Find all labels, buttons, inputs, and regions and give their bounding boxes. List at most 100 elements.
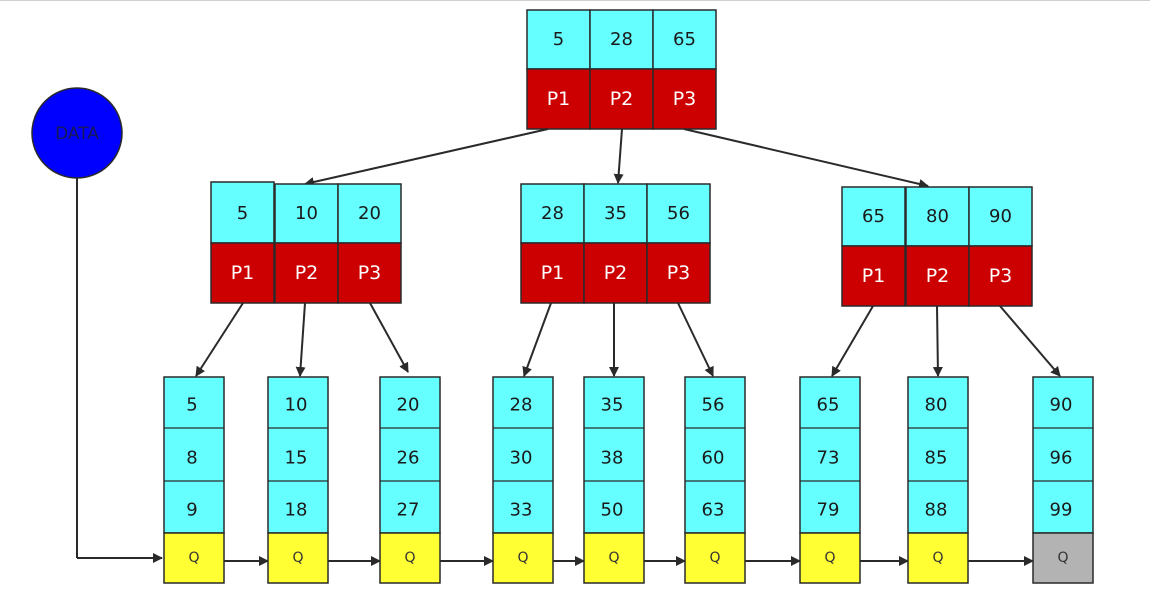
- leaf-value: 56: [702, 395, 725, 416]
- internal-node-2-pointer: P2: [604, 262, 628, 284]
- internal-node-2-pointer: P3: [667, 262, 691, 284]
- internal-node-1-pointer-cell: [337, 242, 402, 304]
- internal-node-3-key: 65: [862, 206, 885, 227]
- leaf-q-label: Q: [517, 550, 528, 566]
- internal-node-2-key-cell: [520, 183, 585, 244]
- leaf-values-box: [684, 376, 746, 534]
- leaf-values-box: [163, 376, 225, 534]
- edge-i3-p3: [999, 305, 1061, 377]
- internal-node-3-pointer-cell: [841, 245, 906, 307]
- leaf-values-box: [583, 376, 645, 534]
- leaf-value: 8: [186, 448, 197, 469]
- leaf-q-cell: [684, 532, 746, 584]
- leaf-q-label: Q: [608, 550, 619, 566]
- internal-node-3-key-cell: [968, 186, 1033, 247]
- leaf-values-box: [799, 376, 861, 534]
- leaf-q-cell: [267, 532, 329, 584]
- leaf-value: 65: [817, 395, 840, 416]
- internal-node-2-key: 28: [541, 203, 564, 224]
- leaf-values-box: [379, 376, 441, 534]
- leaf-value: 90: [1050, 395, 1073, 416]
- internal-node-1-key-cell: [210, 181, 275, 244]
- root-node-key-cell: [526, 9, 591, 70]
- internal-node-2-key: 35: [604, 203, 627, 224]
- edge-root-p1: [304, 128, 549, 187]
- leaf-value: 9: [186, 500, 197, 521]
- leaf-node-7: 65 73 79Q: [799, 376, 861, 584]
- internal-node-3-pointer: P3: [989, 265, 1013, 287]
- internal-node-1-key: 20: [358, 203, 381, 224]
- leaf-values-box: [492, 376, 554, 534]
- data-node: DATA: [31, 87, 123, 179]
- leaf-q-cell-terminal: [1032, 532, 1094, 584]
- edge-i3-p2: [932, 305, 943, 377]
- leaf-value: 20: [397, 395, 420, 416]
- top-border: [0, 0, 1150, 1]
- internal-node-3-key: 80: [926, 206, 949, 227]
- internal-node-2-pointer: P1: [541, 262, 565, 284]
- internal-node-3-pointer-cell: [905, 245, 970, 307]
- root-node-key-cell: [652, 9, 717, 70]
- root-node-pointer: P2: [610, 88, 634, 110]
- edge-i3-p1: [831, 305, 874, 377]
- internal-node-2-pointer-cell: [646, 242, 711, 304]
- leaf-q-label: Q: [932, 550, 943, 566]
- internal-node-1-key: 5: [237, 203, 248, 224]
- internal-node-3-pointer: P2: [926, 265, 950, 287]
- leaf-value: 63: [702, 500, 725, 521]
- internal-node-2-key-cell: [583, 183, 648, 244]
- leaf-q-label: Q: [824, 550, 835, 566]
- edge-i1-p3: [369, 302, 409, 373]
- internal-node-1-pointer: P1: [231, 262, 255, 284]
- edge-i2-p3: [677, 302, 714, 377]
- leaf-values-box: [1032, 376, 1094, 534]
- edges-layer: [76, 128, 1061, 566]
- leaf-value: 35: [601, 395, 624, 416]
- internal-node-2-pointer-cell: [520, 242, 585, 304]
- internal-node-1-key: 10: [295, 203, 318, 224]
- leaf-q-label: Q: [709, 550, 720, 566]
- internal-node-2-key: 56: [667, 203, 690, 224]
- edge-root-p3: [683, 128, 929, 189]
- internal-node-1-pointer: P2: [295, 262, 319, 284]
- root-node-pointer-cell: [652, 68, 717, 130]
- leaf-q-label: Q: [188, 550, 199, 566]
- internal-node-3-pointer-cell: [968, 245, 1033, 307]
- leaf-q-cell: [907, 532, 969, 584]
- root-node-key: 5: [553, 29, 564, 50]
- nodes-layer: 5P128P265P35P110P220P328P135P256P365P180…: [31, 9, 1094, 584]
- internal-node-2-pointer-cell: [583, 242, 648, 304]
- internal-node-1-key-cell: [274, 183, 339, 244]
- leaf-value: 73: [817, 448, 840, 469]
- leaf-q-cell: [799, 532, 861, 584]
- leaf-q-cell: [492, 532, 554, 584]
- leaf-values-box: [267, 376, 329, 534]
- edge-root-p2: [613, 128, 624, 184]
- leaf-value: 30: [510, 448, 533, 469]
- internal-node-3-pointer: P1: [862, 265, 886, 287]
- root-node-key-cell: [589, 9, 654, 70]
- root-node-pointer: P1: [547, 88, 571, 110]
- edge-i1-p2: [295, 302, 306, 377]
- leaf-q-cell: [379, 532, 441, 584]
- leaf-value: 15: [285, 448, 308, 469]
- leaf-value: 79: [817, 500, 840, 521]
- internal-node-1-pointer: P3: [358, 262, 382, 284]
- leaf-value: 50: [601, 500, 624, 521]
- leaf-value: 18: [285, 500, 308, 521]
- internal-node-1-pointer-cell: [210, 242, 275, 304]
- leaf-value: 85: [925, 448, 948, 469]
- leaf-value: 10: [285, 395, 308, 416]
- leaf-q-label: Q: [404, 550, 415, 566]
- root-node-pointer: P3: [673, 88, 697, 110]
- edge-i2-p1: [522, 302, 552, 377]
